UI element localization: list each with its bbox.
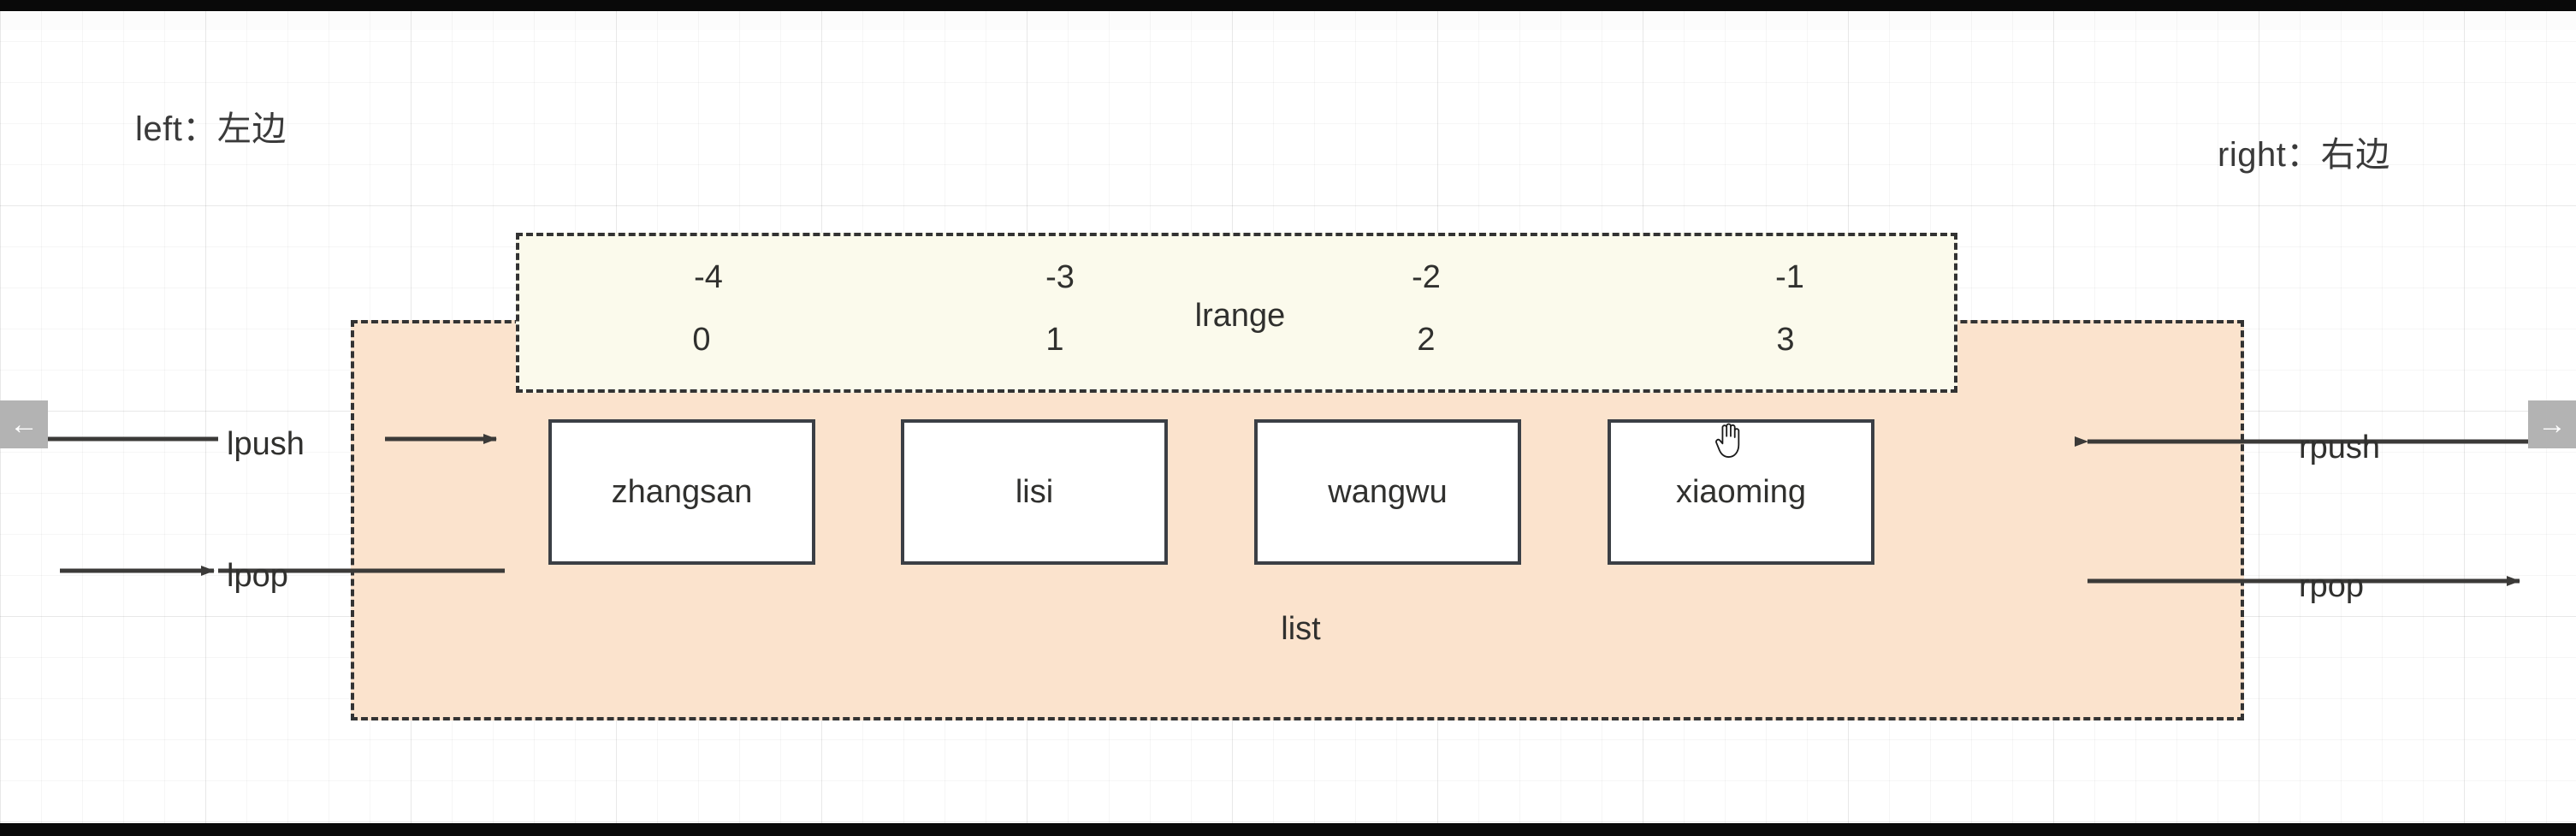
lrange-label: lrange (1194, 298, 1286, 334)
list-item-label: lisi (1015, 473, 1054, 510)
positive-index-row: 0 1 2 3 (519, 322, 1961, 361)
negative-index-row: -4 -3 -2 -1 (519, 259, 1961, 299)
list-item[interactable]: zhangsan (548, 419, 815, 565)
list-item[interactable]: wangwu (1254, 419, 1521, 565)
diagram-canvas[interactable]: left：左边 right：右边 list -4 -3 -2 -1 lrange… (0, 11, 2576, 823)
list-item[interactable]: lisi (901, 419, 1168, 565)
list-item-label: wangwu (1328, 473, 1448, 510)
list-label: list (1281, 611, 1321, 647)
positive-index-3: 3 (1776, 322, 1795, 358)
previous-slide-button[interactable]: ← (0, 400, 48, 448)
positive-index-0: 0 (692, 322, 711, 358)
list-item[interactable]: xiaoming (1608, 419, 1874, 565)
grab-hand-cursor (1715, 423, 1740, 458)
rpop-label: rpop (2299, 568, 2365, 604)
list-item-label: zhangsan (611, 473, 753, 510)
right-side-label: right：右边 (2218, 136, 2390, 174)
next-slide-button[interactable]: → (2528, 400, 2576, 448)
list-elements: zhangsan lisi wangwu xiaoming (0, 11, 2576, 823)
bottom-chrome-bar (0, 823, 2576, 836)
arrow-left-icon: ← (9, 408, 38, 441)
arrow-right-icon: → (2538, 408, 2567, 441)
lrange-index-box[interactable]: -4 -3 -2 -1 lrange 0 1 2 3 (516, 233, 1957, 393)
lpop-label: lpop (227, 558, 288, 594)
left-side-label: left：左边 (135, 110, 287, 148)
rpush-label: rpush (2299, 430, 2381, 465)
negative-index-1: -3 (1045, 259, 1075, 295)
negative-index-2: -2 (1412, 259, 1441, 295)
list-item-label: xiaoming (1675, 473, 1807, 510)
top-chrome-bar (0, 0, 2576, 11)
positive-index-1: 1 (1045, 322, 1064, 358)
positive-index-2: 2 (1417, 322, 1436, 358)
lpush-label: lpush (227, 426, 305, 462)
negative-index-3: -1 (1775, 259, 1804, 295)
negative-index-0: -4 (694, 259, 723, 295)
